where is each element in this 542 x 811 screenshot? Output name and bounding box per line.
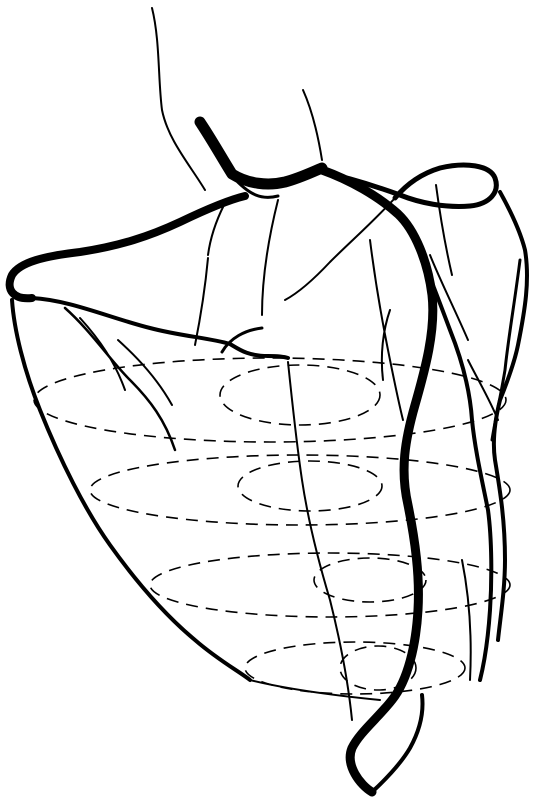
left-anterior-descending-artery xyxy=(322,170,433,792)
contour-ellipse-3 xyxy=(150,553,510,617)
contour-ellipse-1-inner xyxy=(220,365,380,425)
contour-ellipse-1 xyxy=(34,358,506,442)
aortic-root xyxy=(200,122,322,197)
ventricular-contour-ellipses xyxy=(34,358,510,694)
contour-ellipse-2-inner xyxy=(238,461,382,511)
contour-ellipse-3-inner xyxy=(314,558,426,602)
great-vessel-stems xyxy=(152,8,322,255)
circumflex-artery xyxy=(10,196,288,358)
